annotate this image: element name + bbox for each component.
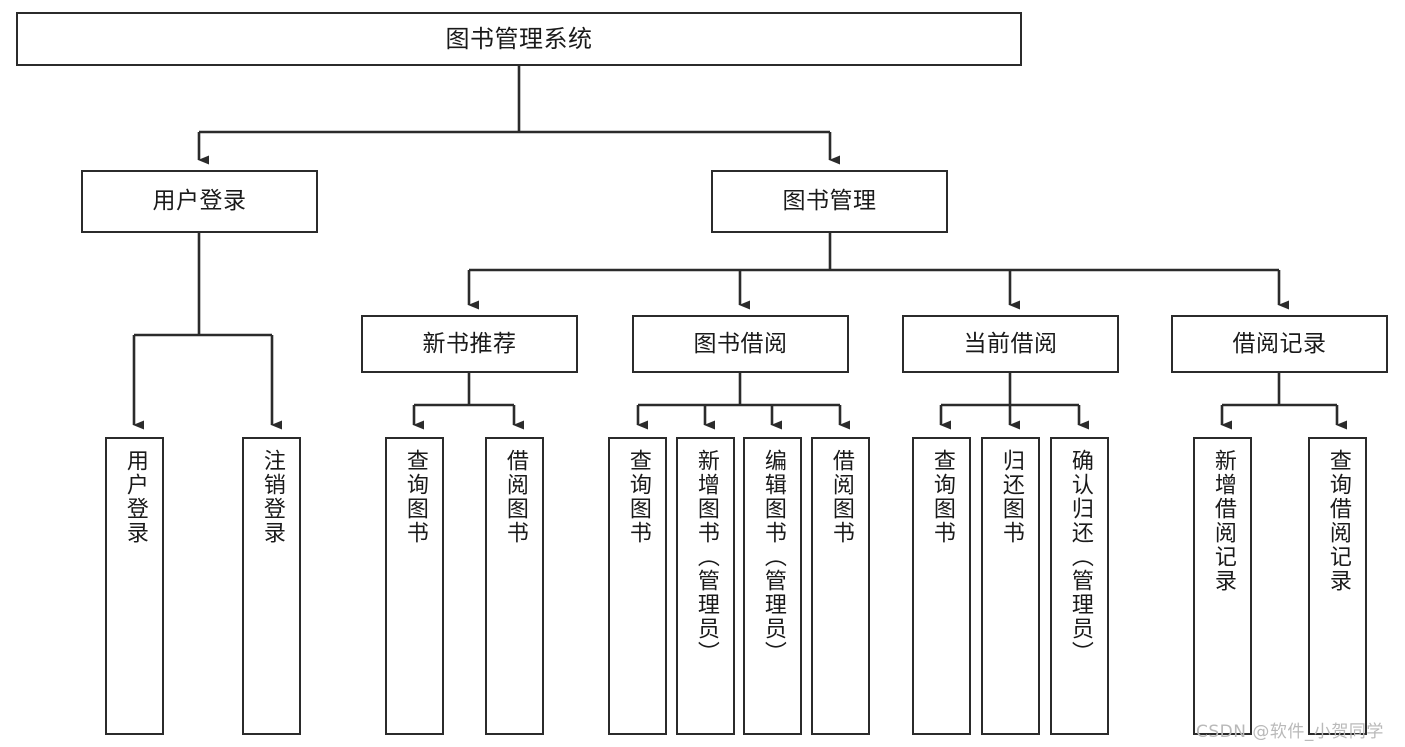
node-label: 新增借阅记录	[1210, 449, 1236, 593]
leaf-return-book[interactable]: 归还图书	[981, 437, 1040, 735]
leaf-query-book-recommendation[interactable]: 查询图书	[385, 437, 444, 735]
node-label: 查询图书	[625, 449, 651, 545]
leaf-borrow-book-borrowing[interactable]: 借阅图书	[811, 437, 870, 735]
node-book-management[interactable]: 图书管理	[711, 170, 948, 233]
leaf-query-borrowing-record[interactable]: 查询借阅记录	[1308, 437, 1367, 735]
leaf-logout[interactable]: 注销登录	[242, 437, 301, 735]
leaf-confirm-return-admin[interactable]: 确认归还（管理员）	[1050, 437, 1109, 735]
node-label: 查询借阅记录	[1325, 449, 1351, 593]
node-label: 编辑图书（管理员）	[760, 449, 786, 665]
node-borrowing-record[interactable]: 借阅记录	[1171, 315, 1388, 373]
leaf-add-book-admin[interactable]: 新增图书（管理员）	[676, 437, 735, 735]
node-label: 注销登录	[259, 449, 285, 545]
csdn-watermark: CSDN @软件_小贺同学	[1196, 722, 1384, 742]
node-label: 借阅图书	[502, 449, 528, 545]
node-label: 借阅记录	[1232, 330, 1327, 357]
node-label: 新书推荐	[422, 330, 517, 357]
node-label: 用户登录	[122, 449, 148, 545]
node-label: 归还图书	[998, 449, 1024, 545]
node-new-book-recommendation[interactable]: 新书推荐	[361, 315, 578, 373]
leaf-query-book-borrowing[interactable]: 查询图书	[608, 437, 667, 735]
leaf-edit-book-admin[interactable]: 编辑图书（管理员）	[743, 437, 802, 735]
node-book-borrowing[interactable]: 图书借阅	[632, 315, 849, 373]
leaf-user-login[interactable]: 用户登录	[105, 437, 164, 735]
node-label: 用户登录	[152, 188, 247, 214]
node-label: 图书管理	[782, 188, 877, 214]
leaf-add-borrowing-record[interactable]: 新增借阅记录	[1193, 437, 1252, 735]
node-label: 图书借阅	[693, 330, 788, 357]
node-root-book-management-system[interactable]: 图书管理系统	[16, 12, 1022, 66]
node-label: 确认归还（管理员）	[1067, 449, 1093, 665]
node-label: 查询图书	[402, 449, 428, 545]
node-label: 新增图书（管理员）	[693, 449, 719, 665]
node-user-login[interactable]: 用户登录	[81, 170, 318, 233]
node-label: 查询图书	[929, 449, 955, 545]
node-label: 借阅图书	[828, 449, 854, 545]
leaf-query-book-current[interactable]: 查询图书	[912, 437, 971, 735]
node-label: 当前借阅	[963, 330, 1058, 357]
node-current-borrowing[interactable]: 当前借阅	[902, 315, 1119, 373]
node-label: 图书管理系统	[445, 25, 593, 53]
leaf-borrow-book-recommendation[interactable]: 借阅图书	[485, 437, 544, 735]
